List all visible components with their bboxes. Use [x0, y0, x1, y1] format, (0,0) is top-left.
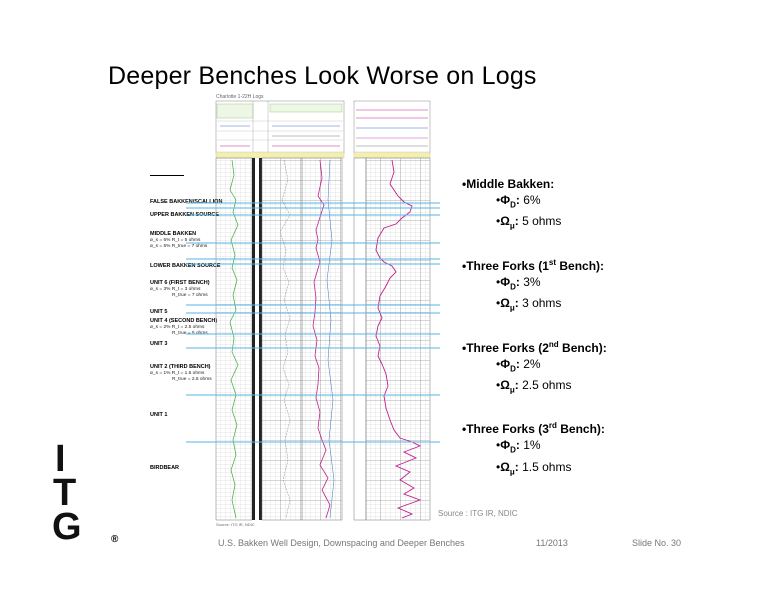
- formation-guide-lines: [186, 202, 440, 443]
- formation-label: BIRDBEAR: [150, 465, 180, 471]
- slide-title: Deeper Benches Look Worse on Logs: [108, 62, 537, 90]
- formation-sub: ø_s = 2% R_t = 2.5 ohms: [150, 325, 205, 330]
- formation-label: LOWER BAKKEN SOURCE: [150, 263, 221, 269]
- logo-letter: G: [52, 506, 82, 548]
- bullet-heading: •Three Forks (2nd Bench):: [462, 339, 607, 355]
- formation-label: UNIT 3: [150, 341, 168, 347]
- left-log-tracks: [215, 157, 343, 521]
- bullet-group: •Middle Bakken: •ΦD: 6% •Ωμ: 5 ohms: [462, 176, 607, 235]
- logo-letter: T: [53, 472, 77, 514]
- bullet-heading: •Three Forks (1st Bench):: [462, 257, 605, 273]
- bullet-item: •Ωμ: 1.5 ohms: [496, 459, 572, 477]
- formation-sub: R_true = 7 ohms: [172, 293, 208, 298]
- formation-sub: ø_s = 5% R_true = 7 ohms: [150, 244, 208, 249]
- formation-sub: R_true = 5 ohms: [172, 331, 208, 336]
- bullet-item: •ΦD: 3%: [496, 274, 541, 292]
- formation-label: UPPER BAKKEN SOURCE: [150, 212, 220, 218]
- formation-sub: ø_s = 6% R_t = 5 ohms: [150, 238, 201, 243]
- bullet-heading: •Middle Bakken:: [462, 177, 555, 191]
- bullet-heading: •Three Forks (3rd Bench):: [462, 421, 605, 437]
- bullet-item: •Ωμ: 3 ohms: [496, 296, 562, 313]
- right-log-tracks: [353, 157, 431, 521]
- footer-slide-number: Slide No. 30: [632, 538, 682, 548]
- right-log-header: [353, 100, 431, 159]
- bullet-item: •ΦD: 2%: [496, 356, 541, 373]
- bullet-group: •Three Forks (2nd Bench): •ΦD: 2% •Ωμ: 2…: [462, 337, 607, 399]
- bullet-group: •Three Forks (3rd Bench): •ΦD: 1% •Ωμ: 1…: [462, 418, 607, 480]
- label-rule: [150, 175, 184, 176]
- log-header: Charlotte 1-22H Logs: [216, 94, 264, 100]
- formation-label: UNIT 1: [150, 412, 168, 418]
- formation-label: MIDDLE BAKKEN: [150, 231, 197, 237]
- formation-sub: ø_s = 1% R_t = 1.5 ohms: [150, 371, 205, 376]
- logo-letter: I: [55, 438, 66, 480]
- formation-sub: R_true = 2.5 ohms: [172, 377, 212, 382]
- footer-title: U.S. Bakken Well Design, Downspacing and…: [218, 538, 465, 548]
- formation-label: UNIT 6 (FIRST BENCH): [150, 280, 210, 286]
- formation-label: FALSE BAKKEN/SCALLION: [150, 199, 223, 205]
- formation-label: UNIT 4 (SECOND BENCH): [150, 318, 218, 324]
- bullet-list: •Middle Bakken: •ΦD: 6% •Ωμ: 5 ohms •Thr…: [462, 176, 607, 500]
- bullet-group: •Three Forks (1st Bench): •ΦD: 3% •Ωμ: 3…: [462, 255, 607, 317]
- registered-mark: ®: [111, 534, 119, 545]
- bullet-item: •Ωμ: 2.5 ohms: [496, 377, 572, 395]
- footer-date: 11/2013: [536, 538, 568, 548]
- bullet-item: •ΦD: 6%: [496, 193, 541, 210]
- left-log-header: [215, 100, 345, 159]
- formation-sub: ø_s = 3% R_t = 3 ohms: [150, 287, 201, 292]
- formation-label: UNIT 5: [150, 309, 168, 315]
- bullet-item: •Ωμ: 5 ohms: [496, 214, 562, 231]
- log-source-note: Source: ITG IR, NDIC: [216, 522, 255, 527]
- bullet-item: •ΦD: 1%: [496, 438, 541, 455]
- source-note: Source : ITG IR, NDIC: [438, 509, 518, 518]
- formation-label: UNIT 2 (THIRD BENCH): [150, 364, 211, 370]
